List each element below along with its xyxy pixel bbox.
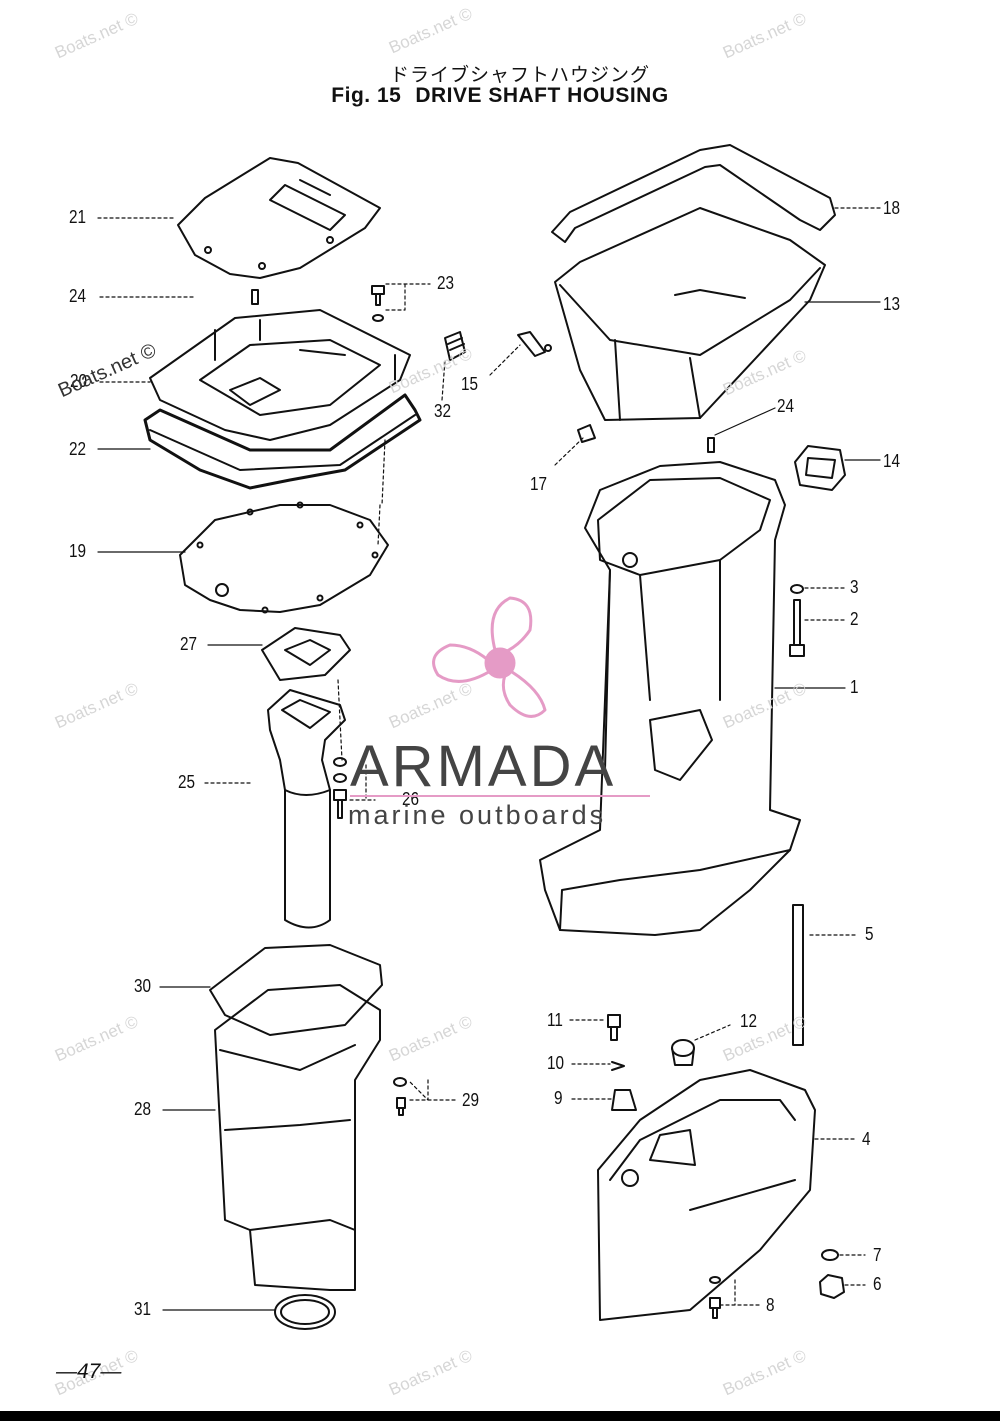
- part-10-washer: [611, 1061, 625, 1071]
- part-label-23: 23: [437, 273, 455, 293]
- part-label-3: 3: [850, 577, 859, 597]
- part-13-apron: [554, 207, 826, 421]
- part-label-17: 17: [530, 474, 548, 494]
- armada-logo-subtext: marine outboards: [348, 800, 607, 830]
- part-label-27: 27: [180, 634, 198, 654]
- part-6-nut: [819, 1274, 845, 1299]
- part-31-o-ring: [274, 1294, 336, 1330]
- part-7-washer: [821, 1249, 839, 1261]
- part-label-32: 32: [434, 401, 452, 421]
- part-25-exhaust-pipe: [267, 689, 346, 929]
- part-14-mount: [794, 445, 846, 491]
- part-label-18: 18: [883, 198, 901, 218]
- part-3-washer: [790, 584, 804, 594]
- part-22-rubber-seal: [143, 393, 422, 490]
- part-28-lower-case: [214, 984, 381, 1291]
- part-21-gasket: [177, 157, 381, 279]
- part-label-5: 5: [865, 924, 874, 944]
- part-17-nut: [577, 424, 596, 443]
- part-label-28: 28: [134, 1099, 152, 1119]
- part-24-dowel-pins: [251, 289, 715, 453]
- part-32-spring: [444, 331, 466, 361]
- part-4-casing: [597, 1069, 816, 1321]
- part-8-bolt: [709, 1276, 721, 1319]
- part-30-gasket: [209, 944, 383, 1036]
- part-2-bolt: [789, 599, 805, 657]
- part-label-1: 1: [850, 677, 859, 697]
- leader-lines: [97, 207, 881, 1311]
- part-15-clip: [517, 331, 552, 357]
- bottom-border: [0, 1411, 1000, 1421]
- part-label-20: 20: [70, 371, 88, 391]
- part-label-25: 25: [178, 772, 196, 792]
- part-label-6: 6: [873, 1274, 882, 1294]
- figure-number: Fig. 15: [331, 84, 402, 107]
- part-label-31: 31: [134, 1299, 152, 1319]
- part-label-9: 9: [554, 1088, 563, 1108]
- part-label-8: 8: [766, 1295, 775, 1315]
- part-12-grommet: [671, 1039, 695, 1066]
- part-29-bolt: [393, 1077, 407, 1116]
- part-11-screw: [607, 1014, 621, 1041]
- part-label-15: 15: [461, 374, 479, 394]
- part-label-22: 22: [69, 439, 87, 459]
- part-26-bolts: [333, 757, 347, 819]
- part-27-gasket: [261, 627, 351, 681]
- part-label-12: 12: [740, 1011, 758, 1031]
- figure-title: Fig. 15 DRIVE SHAFT HOUSING: [0, 84, 1000, 108]
- part-label-7: 7: [873, 1245, 882, 1265]
- page-number: —47—: [56, 1360, 122, 1383]
- part-label-29: 29: [462, 1090, 480, 1110]
- part-label-11: 11: [547, 1010, 563, 1030]
- part-label-30: 30: [134, 976, 152, 996]
- part-label-24-left: 24: [69, 286, 87, 306]
- part-label-19: 19: [69, 541, 87, 561]
- title-japanese: ドライブシャフトハウジング: [389, 64, 650, 86]
- part-20-adapter: [149, 309, 411, 441]
- part-19-gasket: [179, 501, 389, 614]
- part-label-14: 14: [883, 451, 901, 471]
- part-18-seal-ring: [551, 144, 836, 243]
- part-9-bushing: [611, 1089, 637, 1111]
- armada-logo-rule: [350, 795, 650, 797]
- part-23-bolt: [371, 285, 385, 322]
- part-label-10: 10: [547, 1053, 565, 1073]
- part-label-26: 26: [402, 789, 420, 809]
- armada-propeller-logo: [432, 596, 547, 718]
- part-1-housing: [539, 461, 801, 936]
- part-label-4: 4: [862, 1129, 871, 1149]
- part-label-21: 21: [69, 207, 87, 227]
- part-label-2: 2: [850, 609, 859, 629]
- figure-title-text: DRIVE SHAFT HOUSING: [415, 84, 669, 107]
- part-5-stud: [792, 904, 804, 1046]
- part-label-13: 13: [883, 294, 901, 314]
- part-label-24-right: 24: [777, 396, 795, 416]
- armada-logo-text: ARMADA: [350, 734, 617, 799]
